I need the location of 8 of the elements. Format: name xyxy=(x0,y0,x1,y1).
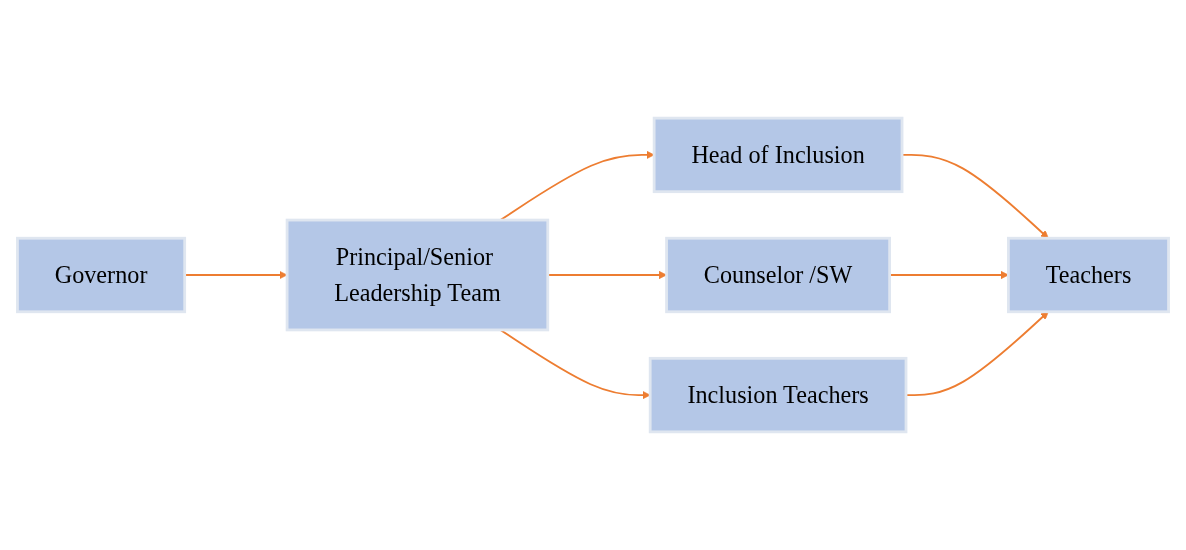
node-box: Principal/Senior Leadership Team xyxy=(285,218,550,332)
node-box: Head of Inclusion xyxy=(652,116,904,194)
arrow xyxy=(499,329,651,400)
node-box: Teachers xyxy=(1007,236,1170,314)
arrow xyxy=(499,150,655,221)
node-box: Counselor /SW xyxy=(665,236,891,314)
node-box: Governor xyxy=(16,236,187,314)
node-box: Inclusion Teachers xyxy=(648,356,908,434)
